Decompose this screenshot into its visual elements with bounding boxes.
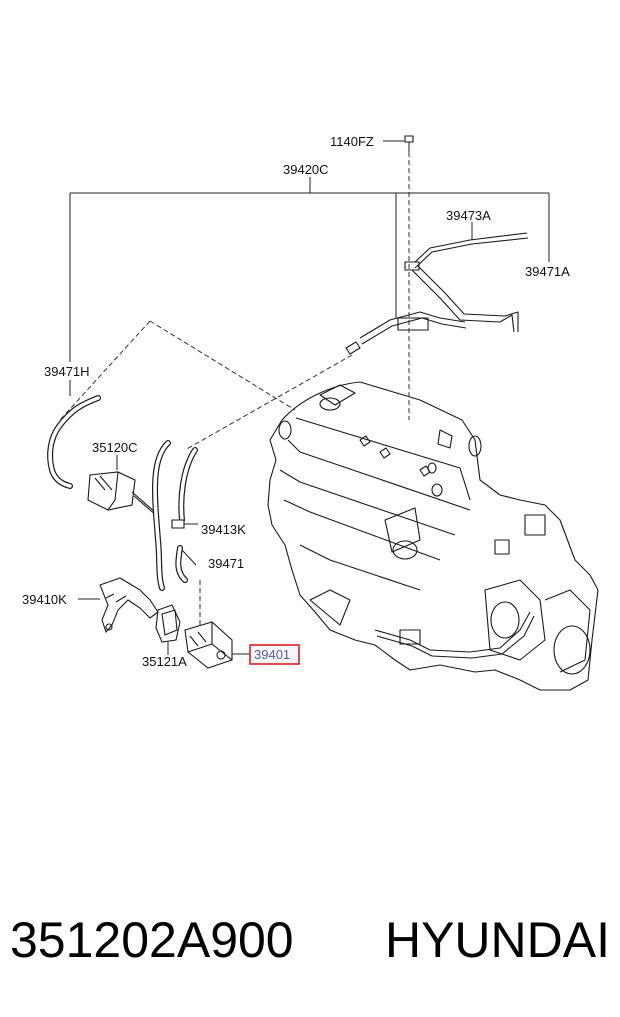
highlight-39401[interactable]: 39401	[249, 644, 300, 665]
label-39413k: 39413K	[201, 522, 246, 537]
label-39410k: 39410K	[22, 592, 67, 607]
parts-diagram: 1140FZ 39420C 39473A 39471A 39471H 35120…	[22, 134, 599, 691]
label-39471: 39471	[208, 556, 244, 571]
bolt-1140fz[interactable]	[383, 135, 414, 152]
caption: 351202A900 HYUNDAI	[10, 905, 610, 975]
part-39410k[interactable]	[78, 577, 159, 634]
leader-dash-b	[149, 320, 296, 411]
label-39420c: 39420C	[283, 162, 329, 177]
label-39471a: 39471A	[525, 264, 570, 279]
label-35121a: 35121A	[142, 654, 187, 669]
leader-dash-c	[184, 354, 353, 451]
label-39401: 39401	[254, 647, 290, 662]
part-35121a[interactable]	[155, 604, 181, 655]
part-39401[interactable]	[184, 621, 250, 669]
label-1140fz: 1140FZ	[330, 134, 374, 149]
label-39473a: 39473A	[446, 208, 491, 223]
hose-39471h[interactable]	[47, 395, 101, 489]
leader-dash-a	[59, 320, 151, 421]
hose-39471[interactable]	[152, 440, 198, 591]
tube-assembly[interactable]	[345, 232, 529, 355]
label-39471h: 39471H	[44, 364, 90, 379]
part-35120c[interactable]	[87, 471, 158, 517]
leader-39471	[181, 549, 197, 566]
label-35120c: 35120C	[92, 440, 138, 455]
caption-brand: HYUNDAI	[384, 912, 610, 968]
connector-39413k[interactable]	[171, 519, 198, 529]
engine-block	[267, 381, 599, 691]
caption-part-number: 351202A900	[10, 912, 294, 968]
leader-39420c	[69, 177, 550, 396]
